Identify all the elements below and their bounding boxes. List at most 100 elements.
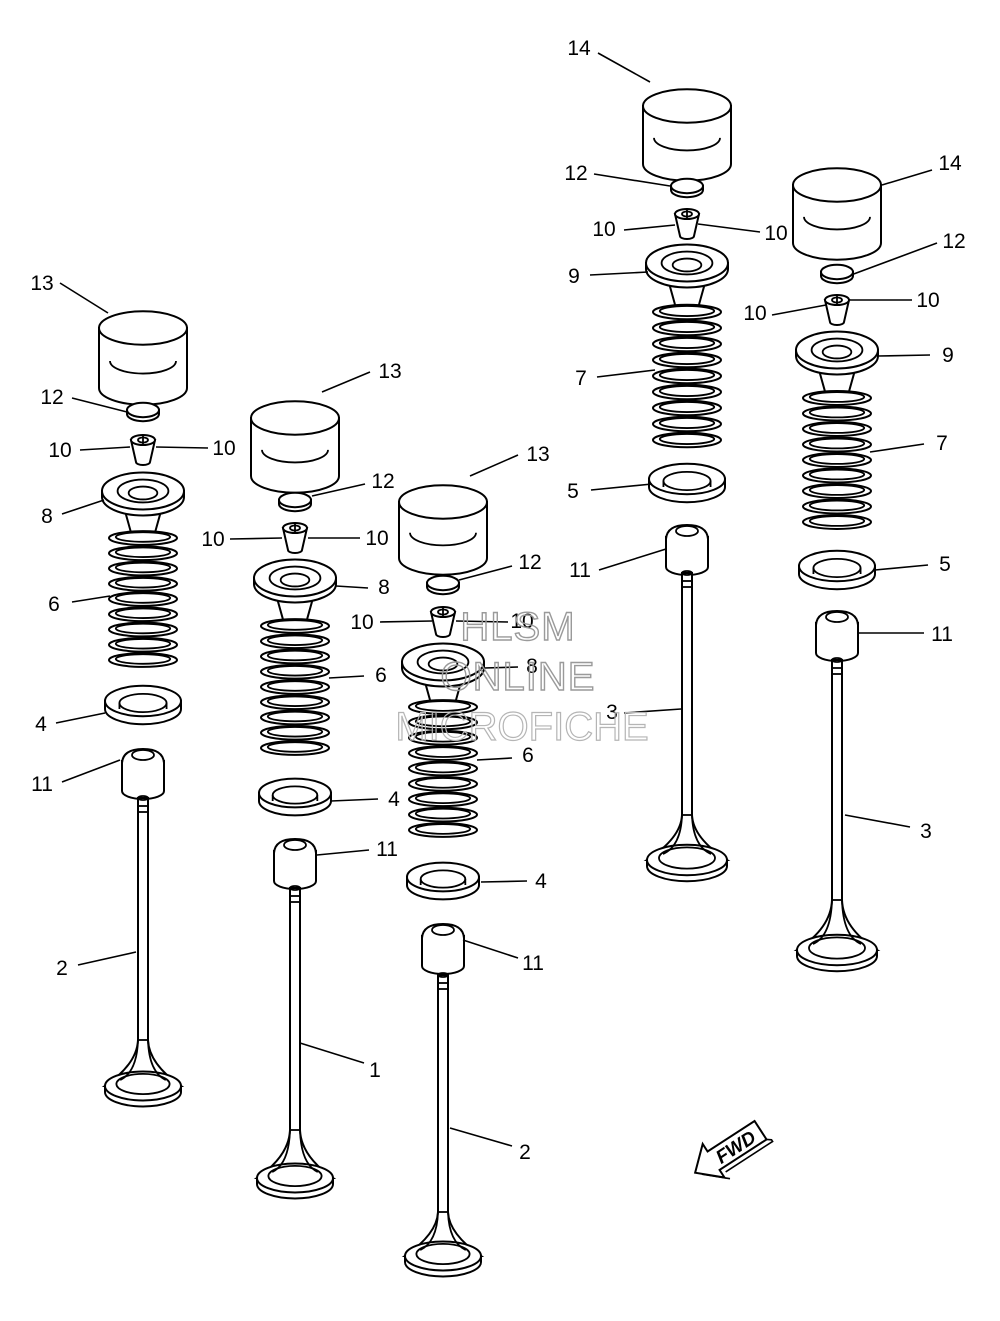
valve-stem-seal: [121, 747, 165, 800]
valve-stem-seal: [421, 922, 465, 975]
watermark: HLSM ONLINE MICROFICHE: [395, 604, 650, 749]
adjusting-shim: [670, 177, 704, 199]
valve-cotter: [429, 606, 457, 638]
valve-stem-seal: [815, 609, 859, 662]
leader-line-c14a: [597, 52, 651, 83]
callout-number-c9a: 9: [568, 265, 580, 288]
callout-number-c8a: 8: [41, 505, 53, 528]
valve-spring-seat: [648, 462, 726, 504]
inner-valve-spring: [408, 699, 478, 838]
leader-line-c3b: [844, 814, 911, 828]
inner-valve-spring: [108, 530, 178, 668]
valve-spring-retainer: [645, 243, 729, 310]
valve-spring-retainer: [795, 330, 879, 397]
leader-lines: [55, 52, 938, 1147]
callout-number-c14a: 14: [567, 37, 591, 60]
leader-line-c7a: [596, 369, 656, 378]
leader-line-c3a: [623, 708, 682, 714]
callout-number-c13a: 13: [30, 272, 53, 295]
valve-spring-seat: [798, 549, 876, 591]
valve-lifter-bucket: [250, 400, 340, 494]
leader-line-c13a: [59, 282, 109, 314]
callout-number-c4a: 4: [35, 713, 47, 736]
watermark-line-3: MICROFICHE: [395, 705, 648, 749]
leader-line-c4a: [55, 712, 106, 724]
callout-number-c2a: 2: [56, 957, 68, 980]
leader-line-c9a: [589, 271, 649, 276]
callout-number-c12d: 12: [564, 162, 587, 185]
valve-stem-seal: [665, 523, 709, 576]
callout-number-c10h: 10: [764, 222, 787, 245]
leader-line-c11a: [61, 759, 121, 783]
exhaust-valve: [253, 885, 337, 1200]
callout-number-c10c: 10: [201, 528, 224, 551]
exhaust-valve: [101, 795, 185, 1108]
valve-stem-seal: [273, 837, 317, 890]
callout-number-c14b: 14: [938, 152, 962, 175]
leader-line-c10i: [771, 304, 827, 316]
leader-line-c5b: [874, 564, 929, 571]
exhaust-valve: [401, 972, 485, 1278]
callout-number-c13c: 13: [526, 443, 549, 466]
leader-line-c10h: [697, 223, 761, 233]
leader-line-c8c: [483, 666, 519, 669]
callout-number-c7a: 7: [575, 367, 587, 390]
leader-line-c12e: [850, 242, 938, 276]
callout-number-c10d: 10: [365, 527, 388, 550]
leader-line-c12b: [311, 483, 366, 497]
callout-number-c3b: 3: [920, 820, 932, 843]
callout-number-c10f: 10: [510, 610, 533, 633]
intake-valve: [643, 570, 731, 883]
leader-line-c12c: [458, 565, 513, 581]
callout-number-c4c: 4: [535, 870, 547, 893]
leader-line-c8a: [61, 499, 105, 515]
callout-number-c10e: 10: [350, 611, 373, 634]
leader-line-c6c: [476, 757, 513, 761]
valve-lifter-bucket: [398, 484, 488, 576]
watermark-line-1: HLSM: [460, 605, 575, 649]
leader-line-c7b: [869, 443, 925, 453]
callout-number-c11d: 11: [569, 559, 591, 582]
leader-line-c11b: [316, 849, 370, 856]
valve-cotter: [823, 294, 851, 326]
adjusting-shim: [278, 491, 312, 513]
callout-number-c6b: 6: [375, 664, 387, 687]
adjusting-shim: [126, 401, 160, 423]
outer-valve-spring: [652, 303, 722, 449]
valve-cotter: [673, 208, 701, 240]
callout-number-c2b: 2: [519, 1141, 531, 1164]
leader-line-c6a: [71, 595, 111, 603]
leader-line-c1: [299, 1042, 365, 1064]
callout-number-c1: 1: [369, 1059, 381, 1082]
valve-spring-seat: [406, 861, 480, 901]
leader-line-c10a: [79, 446, 131, 451]
callout-number-c6a: 6: [48, 593, 60, 616]
callout-number-c13b: 13: [378, 360, 401, 383]
leader-line-c10e: [379, 620, 433, 623]
valve-spring-retainer: [253, 558, 337, 625]
callout-number-c11e: 11: [931, 623, 953, 646]
callout-number-c11a: 11: [31, 773, 53, 796]
leader-line-c10c: [229, 537, 283, 540]
callout-number-c5b: 5: [939, 553, 951, 576]
leader-line-c9b: [877, 354, 931, 357]
intake-valve: [793, 657, 881, 973]
leader-line-c13c: [469, 454, 519, 477]
valve-lifter-bucket: [792, 167, 882, 261]
leader-line-c13b: [321, 371, 371, 393]
leader-line-c2a: [77, 951, 137, 966]
callout-number-c10i: 10: [743, 302, 766, 325]
leader-line-c4c: [480, 880, 528, 883]
valve-cotter: [129, 434, 157, 466]
callout-number-c7b: 7: [936, 432, 948, 455]
leader-line-c6b: [328, 675, 365, 679]
callout-number-c10g: 10: [592, 218, 615, 241]
adjusting-shim: [820, 263, 854, 285]
leader-line-c11c: [462, 939, 519, 959]
callout-number-c5a: 5: [567, 480, 579, 503]
callout-number-c3a: 3: [606, 701, 618, 724]
leader-line-c2b: [449, 1127, 513, 1147]
